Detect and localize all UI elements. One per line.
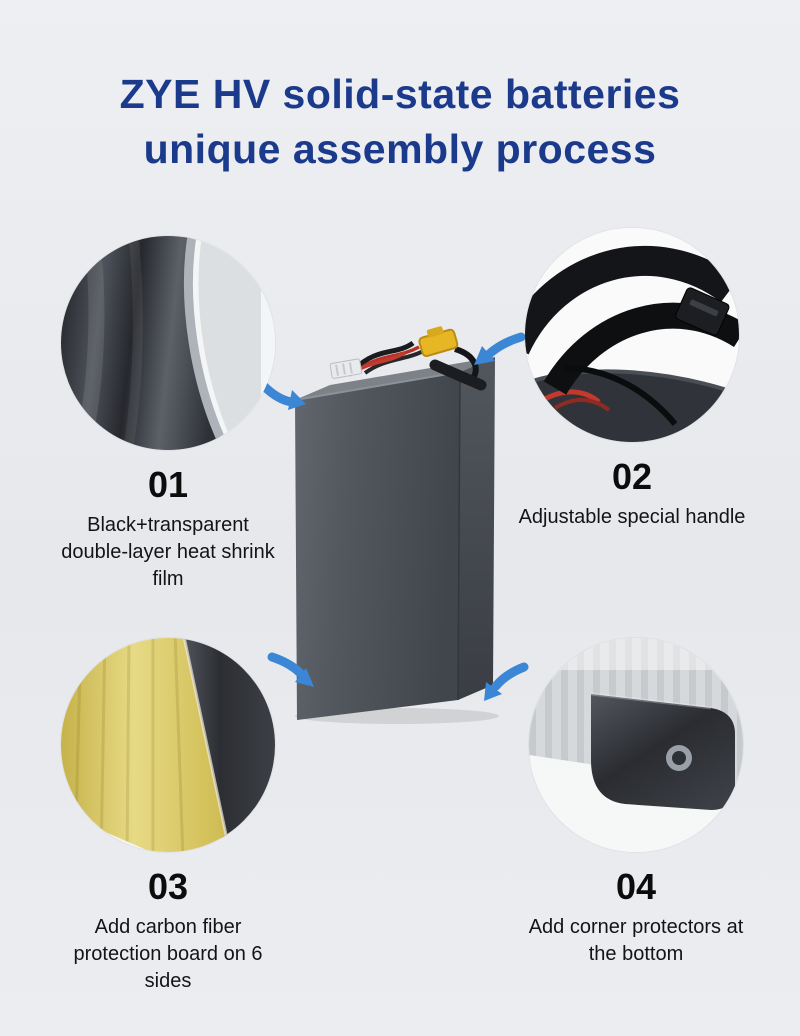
step-label: Add corner protectors at the bottom [528, 916, 744, 965]
step-02: 02 Adjustable special handle [492, 228, 772, 531]
white-connector-icon [329, 358, 363, 379]
step-number: 01 [147, 464, 189, 505]
step-number: 04 [615, 866, 657, 907]
page-title: ZYE HV solid-state batteries unique asse… [0, 67, 800, 175]
carbon-board-photo [61, 638, 275, 852]
step-label: Add carbon fiber protection board on 6 s… [73, 916, 263, 992]
shrink-film-photo [61, 236, 275, 450]
title-line-1: ZYE HV solid-state batteries [119, 71, 681, 118]
step-number: 03 [147, 866, 189, 907]
corner-protector-photo [529, 638, 743, 852]
step-label: Black+transparent double-layer heat shri… [61, 514, 275, 590]
yellow-connector-icon [418, 326, 459, 358]
handle-strap-photo [525, 228, 739, 442]
step-01: 01 Black+transparent double-layer heat s… [28, 236, 308, 593]
title-line-2: unique assembly process [143, 125, 657, 172]
step-label: Adjustable special handle [518, 506, 746, 528]
step-number: 02 [611, 456, 653, 497]
step-04-photo [529, 638, 743, 852]
step-01-photo [61, 236, 275, 450]
step-03: 03 Add carbon fiber protection board on … [28, 638, 308, 995]
step-04: 04 Add corner protectors at the bottom [496, 638, 776, 968]
battery-pack-illustration [294, 326, 499, 724]
step-02-photo [525, 228, 739, 442]
step-03-photo [61, 638, 275, 852]
